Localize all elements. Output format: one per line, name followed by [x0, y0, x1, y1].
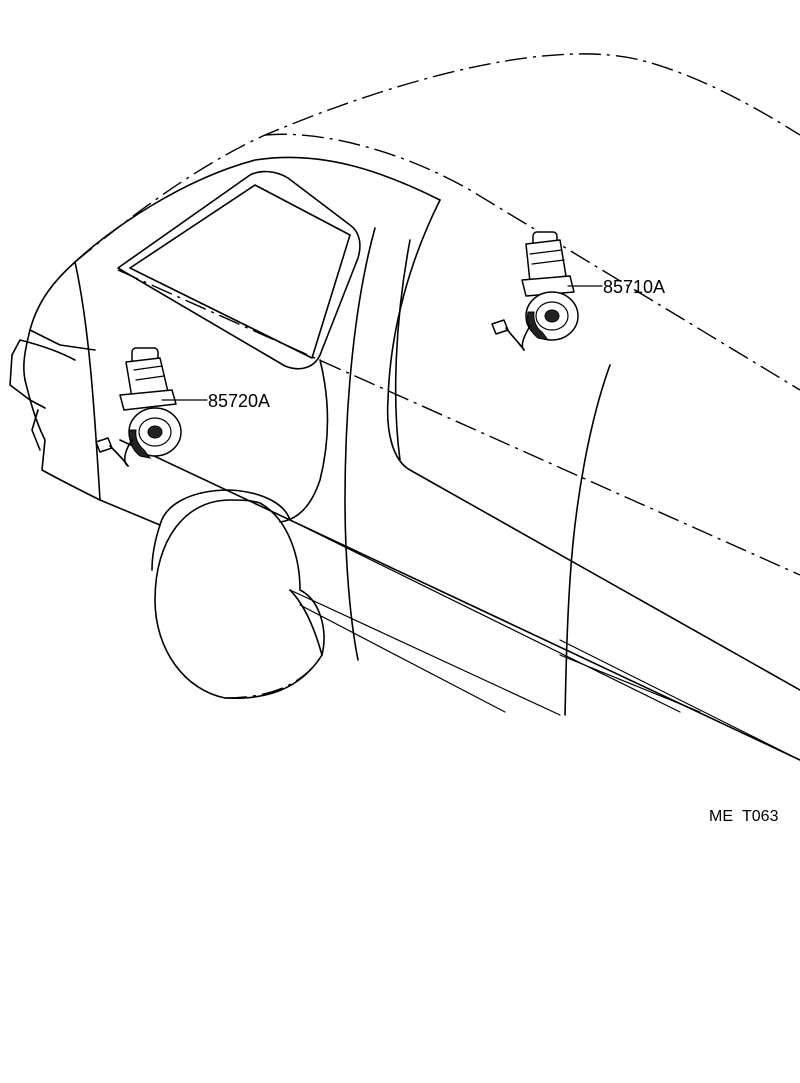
part-label-85710A: 85710A: [603, 277, 665, 297]
rear-window-motor[interactable]: [95, 347, 182, 467]
drawing-code: ME T063: [709, 808, 779, 825]
drawing-code-number: T063: [742, 808, 779, 825]
front-motor-callout: 85710A: [567, 277, 665, 297]
part-label-85720A: 85720A: [208, 391, 270, 411]
vehicle-outline: [9, 53, 800, 761]
drawing-code-prefix: ME: [709, 808, 733, 825]
rear-motor-callout: 85720A: [161, 391, 270, 411]
front-window-motor[interactable]: [491, 231, 579, 351]
